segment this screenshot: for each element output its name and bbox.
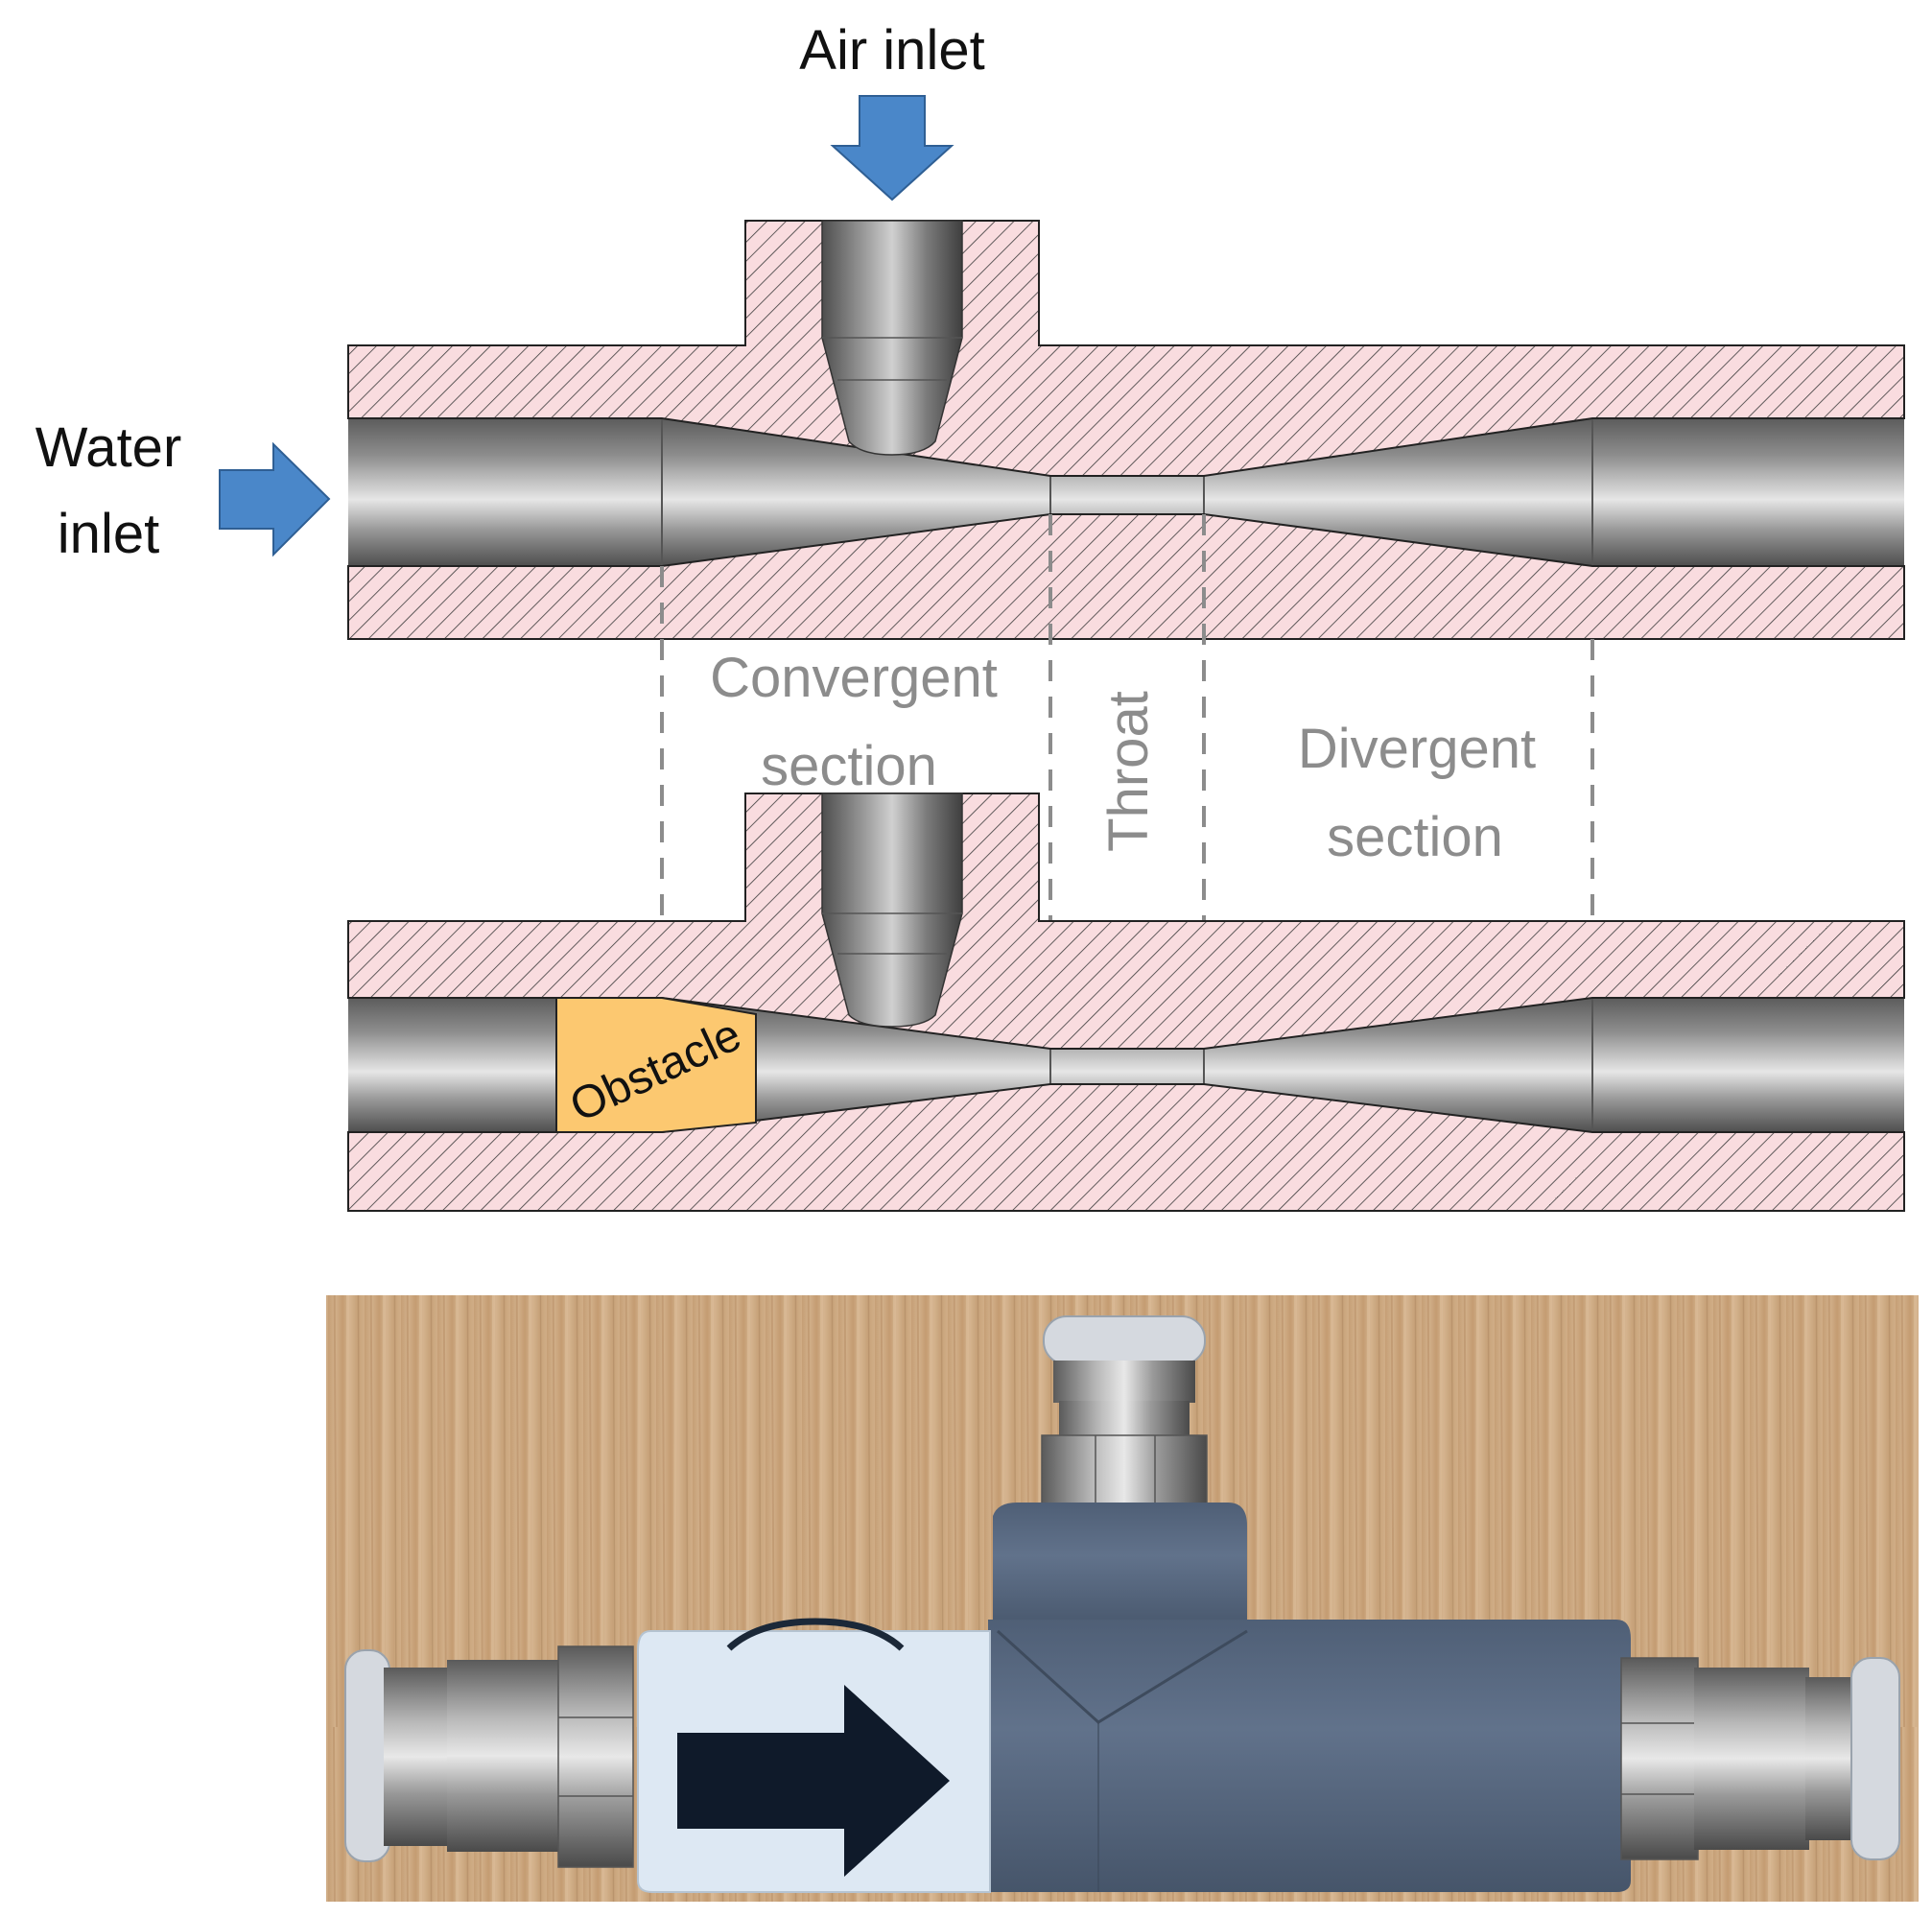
right-arrow-icon	[219, 441, 331, 557]
lower-wall	[347, 513, 1905, 640]
down-arrow-icon	[830, 95, 954, 201]
water-inlet-label-line1: Water	[35, 416, 182, 479]
air-inlet-label: Air inlet	[799, 19, 984, 82]
convergent-label-line2: section	[761, 735, 937, 797]
lower-wall	[347, 1083, 1905, 1212]
printed-body	[988, 1503, 1631, 1892]
air-needle	[821, 793, 963, 1028]
obstacle-venturi-section: Obstacle	[347, 793, 1905, 1212]
convergent-label-line1: Convergent	[710, 647, 998, 709]
air-push-fitting	[1041, 1315, 1208, 1505]
water-inlet-label-line2: inlet	[58, 503, 159, 565]
obstacle	[555, 997, 757, 1133]
water-inlet-fitting	[344, 1645, 634, 1868]
throat-label: Throat	[1097, 691, 1160, 852]
divergent-label-line2: section	[1327, 806, 1503, 868]
water-outlet-fitting	[1620, 1657, 1900, 1860]
upper-wall	[347, 220, 1905, 477]
standard-venturi-section	[347, 220, 1905, 640]
right-arrow-icon	[677, 1685, 950, 1877]
flow-direction-label	[637, 1618, 991, 1893]
device-photo	[326, 1295, 1919, 1902]
divergent-label-line1: Divergent	[1298, 718, 1536, 780]
